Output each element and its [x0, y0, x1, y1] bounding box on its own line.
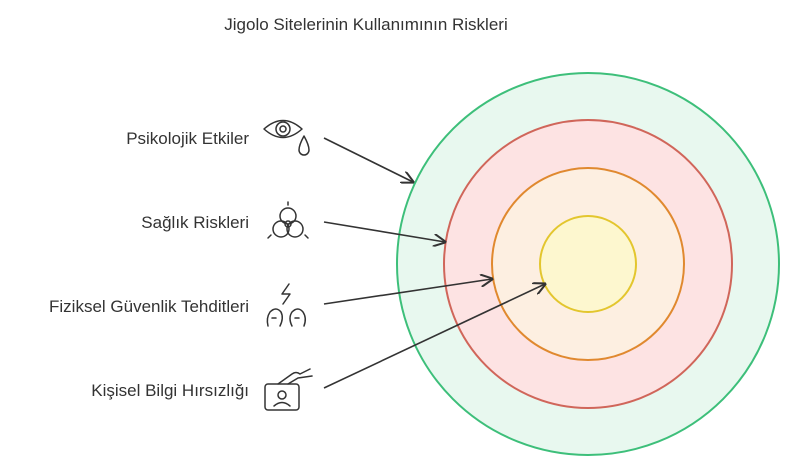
concentric-rings: [396, 72, 780, 456]
risk-labels: Psikolojik Etkiler Sağlık Riskleri Fizik…: [49, 129, 249, 400]
arrow-physical-safety-threats: [323, 279, 492, 305]
diagram-title: Jigolo Sitelerinin Kullanımının Riskleri: [224, 15, 507, 34]
label-psychological-effects: Psikolojik Etkiler: [126, 129, 249, 148]
eye-tear-icon: [263, 119, 310, 156]
ring-core: [539, 215, 637, 313]
label-health-risks: Sağlık Riskleri: [141, 213, 249, 232]
people-lightning-icon: [266, 283, 307, 327]
arrow-psychological-effects: [323, 137, 413, 182]
label-physical-safety-threats: Fiziksel Güvenlik Tehditleri: [49, 297, 249, 316]
label-personal-data-theft: Kişisel Bilgi Hırsızlığı: [91, 381, 249, 400]
biohazard-icon: [267, 201, 309, 239]
id-card-hand-icon: [264, 368, 313, 411]
arrow-health-risks: [323, 221, 445, 242]
arrow-personal-data-theft: [323, 284, 545, 389]
connector-arrows: [323, 137, 545, 389]
